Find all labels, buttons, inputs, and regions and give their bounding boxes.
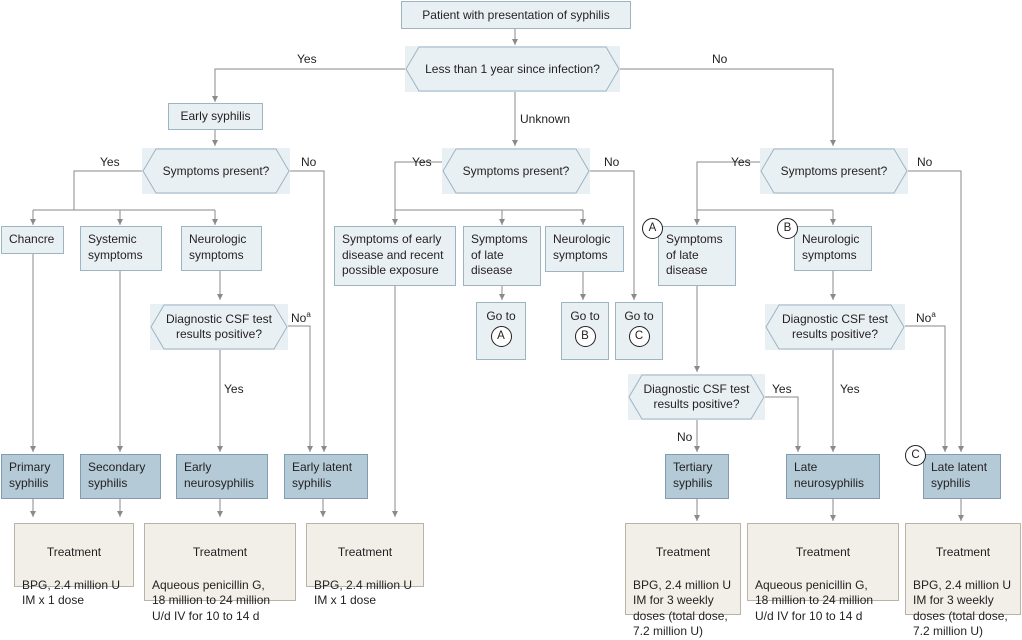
marker-c: C (905, 445, 926, 466)
neurologic-symptoms-node-unknown: Neurologic symptoms (545, 226, 624, 272)
edge-label-no-csf-late: No (677, 430, 693, 444)
goto-label: Go to (570, 309, 600, 323)
decision-symptoms-early-label: Symptoms present? (162, 163, 270, 178)
decision-time-since-infection: Less than 1 year since infection? (405, 46, 620, 92)
edge-label-yes-unknown: Yes (412, 155, 432, 169)
decision-csf-early: Diagnostic CSF test results positive? (150, 304, 288, 350)
treatment-heading: Treatment (46, 544, 102, 559)
decision-csf-late-neuro-label: Diagnostic CSF test results positive? (781, 312, 889, 341)
decision-time-label: Less than 1 year since infection? (425, 61, 600, 76)
late-neurosyphilis-node: Late neurosyphilis (786, 454, 880, 499)
treatment-detail: Aqueous penicillin G, 18 million to 24 m… (755, 577, 874, 623)
treatment-detail: BPG, 2.4 million U IM x 1 dose (314, 577, 413, 608)
connector-lines (30, 29, 964, 521)
early-latent-node: Early latent syphilis (284, 454, 368, 499)
footnote-a: a (931, 310, 936, 319)
edge-label-no-early: No (301, 155, 317, 169)
decision-symptoms-unknown: Symptoms present? (442, 148, 590, 194)
treatment-tertiary: Treatment BPG, 2.4 million U IM for 3 we… (625, 523, 741, 638)
goto-b-node: Go to B (561, 302, 609, 360)
decision-symptoms-unknown-label: Symptoms present? (462, 163, 570, 178)
decision-csf-early-label: Diagnostic CSF test results positive? (165, 312, 273, 341)
tertiary-syphilis-node: Tertiary syphilis (665, 454, 729, 499)
decision-csf-late-neuro: Diagnostic CSF test results positive? (765, 304, 905, 350)
late-latent-node: Late latent syphilis (923, 454, 1001, 499)
edge-label-yes-csf-early: Yes (224, 382, 244, 396)
edge-label-yes-time: Yes (297, 52, 317, 66)
symptoms-late-disease-node-unknown: Symptoms of late disease (463, 226, 541, 286)
no-a-text: No (291, 311, 307, 325)
circle-label-c: C (628, 326, 650, 347)
edge-label-no-a-early: Noa (291, 310, 311, 326)
no-a-text: No (916, 311, 932, 325)
goto-c-node: Go to C (615, 302, 663, 360)
treatment-detail: BPG, 2.4 million U IM x 1 dose (22, 577, 121, 608)
symptoms-late-disease-node-late: Symptoms of late disease (658, 226, 736, 286)
decision-symptoms-early: Symptoms present? (142, 148, 290, 194)
edge-label-no-a-late: Noa (916, 310, 936, 326)
goto-label: Go to (486, 309, 516, 323)
treatment-detail: BPG, 2.4 million U IM for 3 weekly doses… (913, 577, 1012, 639)
marker-b: B (777, 218, 798, 239)
treatment-detail: Aqueous penicillin G, 18 million to 24 m… (152, 577, 271, 623)
treatment-heading: Treatment (935, 544, 991, 559)
treatment-late-latent: Treatment BPG, 2.4 million U IM for 3 we… (905, 523, 1021, 638)
treatment-early-neurosyphilis: Treatment Aqueous penicillin G, 18 milli… (144, 523, 296, 623)
decision-symptoms-late-label: Symptoms present? (780, 163, 888, 178)
treatment-heading: Treatment (795, 544, 851, 559)
start-node: Patient with presentation of syphilis (401, 1, 631, 29)
circle-label-b: B (574, 326, 596, 347)
neurologic-symptoms-node-late: Neurologic symptoms (794, 226, 872, 271)
treatment-heading: Treatment (337, 544, 393, 559)
treatment-early-latent: Treatment BPG, 2.4 million U IM x 1 dose (306, 523, 424, 607)
decision-symptoms-late: Symptoms present? (760, 148, 908, 194)
secondary-syphilis-node: Secondary syphilis (80, 454, 161, 499)
treatment-heading: Treatment (192, 544, 248, 559)
footnote-a: a (306, 310, 311, 319)
early-syphilis-node: Early syphilis (168, 103, 263, 130)
primary-syphilis-node: Primary syphilis (1, 454, 64, 499)
early-recent-exposure-node: Symptoms of early disease and recent pos… (334, 226, 456, 286)
edge-label-yes-csf-late: Yes (772, 382, 792, 396)
early-neurosyphilis-node: Early neurosyphilis (176, 454, 268, 499)
goto-label: Go to (624, 309, 654, 323)
decision-csf-late-symptoms: Diagnostic CSF test results positive? (628, 374, 765, 420)
edge-label-unknown: Unknown (520, 112, 571, 126)
treatment-late-neurosyphilis: Treatment Aqueous penicillin G, 18 milli… (747, 523, 899, 623)
chancre-node: Chancre (1, 226, 64, 254)
neurologic-symptoms-node-early: Neurologic symptoms (181, 226, 262, 271)
edge-label-yes-csf-late-neuro: Yes (840, 382, 860, 396)
edge-label-no-unknown: No (604, 155, 620, 169)
edge-label-yes-late: Yes (731, 155, 751, 169)
circle-label-a: A (490, 326, 512, 347)
decision-csf-late-symptoms-label: Diagnostic CSF test results positive? (643, 382, 750, 411)
treatment-heading: Treatment (655, 544, 711, 559)
treatment-primary-secondary: Treatment BPG, 2.4 million U IM x 1 dose (14, 523, 134, 607)
edge-label-no-time: No (712, 52, 728, 66)
marker-a: A (642, 218, 663, 239)
edge-label-yes-early: Yes (100, 155, 120, 169)
systemic-symptoms-node: Systemic symptoms (80, 226, 162, 271)
treatment-detail: BPG, 2.4 million U IM for 3 weekly doses… (633, 577, 732, 639)
edge-label-no-late: No (917, 155, 933, 169)
goto-a-node: Go to A (476, 302, 526, 360)
